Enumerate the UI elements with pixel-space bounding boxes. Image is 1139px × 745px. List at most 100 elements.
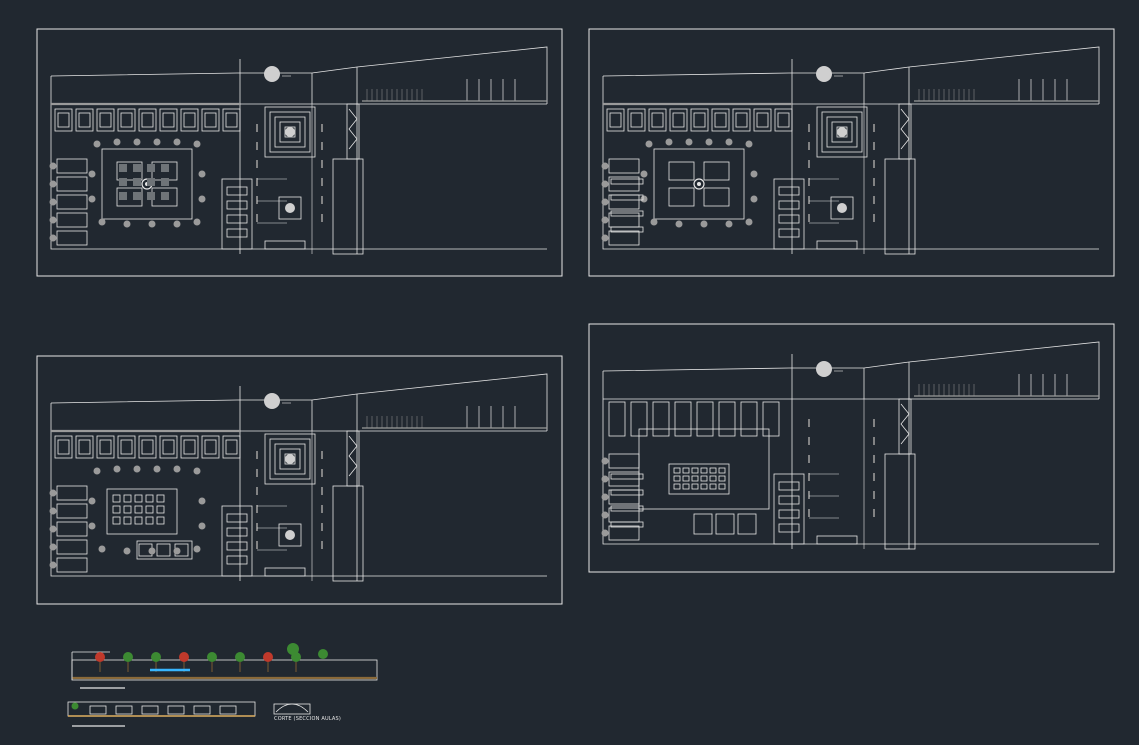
- paving-tile: [119, 178, 127, 186]
- side-room: [608, 230, 640, 246]
- column-circle: [601, 529, 609, 537]
- desk-cell: [123, 505, 132, 514]
- site-perimeter: [602, 76, 1099, 250]
- classroom-inner: [225, 439, 238, 455]
- plan-sheet-4: [588, 323, 1115, 573]
- sheet-frame: [36, 355, 563, 605]
- side-room: [56, 230, 88, 246]
- stair-zigzag: [900, 108, 910, 150]
- column-circle: [705, 138, 713, 146]
- side-room: [56, 557, 88, 573]
- plaza-square: [830, 196, 854, 220]
- site-top-edge: [50, 46, 548, 104]
- classroom-cell: [711, 108, 730, 132]
- classroom-cell: [180, 435, 199, 459]
- classroom-cell: [159, 108, 178, 132]
- service-room: [778, 214, 800, 224]
- desk-cell: [156, 516, 165, 525]
- column-circle: [645, 140, 653, 148]
- column-circle: [601, 511, 609, 519]
- bench-bar: [610, 210, 644, 217]
- plaza-square: [278, 523, 302, 547]
- classroom-cell: [669, 108, 688, 132]
- column-circle: [88, 195, 96, 203]
- column-circle: [49, 198, 57, 206]
- desk-cell: [156, 494, 165, 503]
- column-circle: [601, 457, 609, 465]
- column-circle: [601, 180, 609, 188]
- classroom-inner: [756, 112, 769, 128]
- side-room: [56, 212, 88, 228]
- column-circle: [685, 138, 693, 146]
- upper-hall: [638, 428, 770, 510]
- side-room: [56, 539, 88, 555]
- desk-cell: [718, 467, 726, 474]
- monument-circle: [837, 127, 847, 137]
- stepped-square: [264, 433, 316, 485]
- desk-cell: [691, 483, 699, 490]
- desk-cell: [134, 494, 143, 503]
- bench-bar: [610, 521, 644, 528]
- classroom-inner: [651, 112, 664, 128]
- classroom-cell: [732, 108, 751, 132]
- side-room: [608, 489, 640, 505]
- column-circle: [93, 140, 101, 148]
- site-top-edge: [602, 341, 1100, 399]
- paving-tile: [147, 164, 155, 172]
- column-circle: [640, 170, 648, 178]
- service-room: [778, 228, 800, 238]
- classroom-cell: [75, 108, 94, 132]
- classroom-inner: [777, 112, 790, 128]
- column-circle: [98, 545, 106, 553]
- column-circle: [173, 138, 181, 146]
- section-caption: CORTE (SECCION AULAS): [274, 716, 342, 722]
- kiosk-circle: [816, 361, 832, 377]
- column-circle: [750, 195, 758, 203]
- classroom-inner: [57, 112, 70, 128]
- service-room: [226, 228, 248, 238]
- lower-room: [737, 513, 757, 535]
- classroom-cell: [674, 401, 692, 437]
- paving-tile: [147, 192, 155, 200]
- desk-cell: [718, 483, 726, 490]
- service-room: [778, 481, 800, 491]
- column-circle: [601, 493, 609, 501]
- classroom-cell: [608, 401, 626, 437]
- paving-tile: [133, 192, 141, 200]
- desk-cell: [700, 475, 708, 482]
- stepped-square: [269, 438, 311, 480]
- classroom-inner: [204, 439, 217, 455]
- paving-tile: [119, 164, 127, 172]
- plaza-square: [278, 196, 302, 220]
- service-room: [226, 541, 248, 551]
- corridor-block: [332, 158, 364, 255]
- stair-zigzag: [900, 403, 910, 445]
- column-circle: [49, 543, 57, 551]
- column-circle: [640, 195, 648, 203]
- stepped-square: [279, 121, 301, 143]
- desk-cell: [134, 505, 143, 514]
- arch-detail: [275, 703, 309, 713]
- desk-cell: [112, 516, 121, 525]
- service-block: [221, 178, 253, 250]
- paving-tile: [119, 192, 127, 200]
- classroom-cell: [138, 435, 157, 459]
- column-circle: [123, 547, 131, 555]
- side-room: [608, 507, 640, 523]
- monument-circle: [837, 203, 847, 213]
- classroom-cell: [740, 401, 758, 437]
- column-circle: [133, 138, 141, 146]
- desk-cell: [709, 475, 717, 482]
- monument-circle: [285, 530, 295, 540]
- classroom-inner: [183, 112, 196, 128]
- upper-center: [668, 463, 730, 495]
- sheet-frame: [588, 323, 1115, 573]
- side-room: [56, 194, 88, 210]
- classroom-cell: [762, 401, 780, 437]
- stepped-square: [264, 106, 316, 158]
- tree-canopy: [318, 649, 328, 659]
- desk-cell: [682, 483, 690, 490]
- stepped-square: [279, 448, 301, 470]
- paving-tile: [133, 164, 141, 172]
- stepped-square: [274, 443, 306, 475]
